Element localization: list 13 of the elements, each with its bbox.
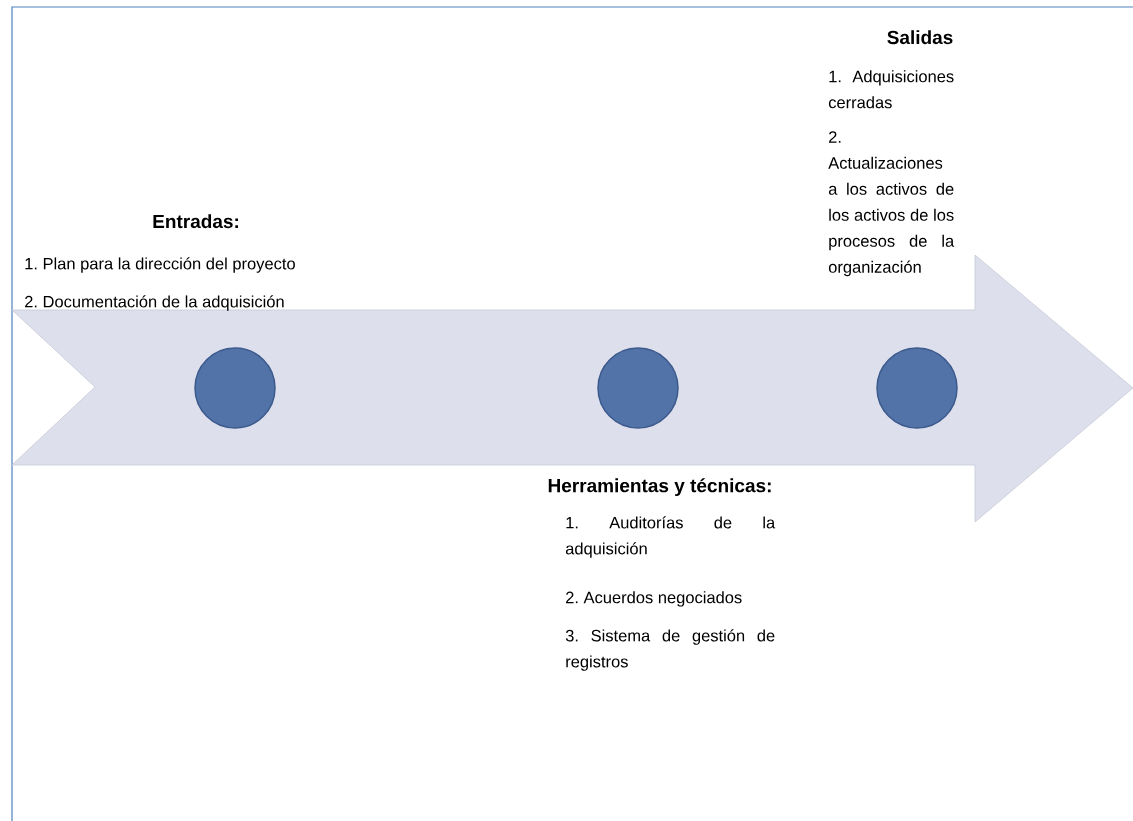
list-item: 1. Auditorías de la adquisición [565,516,776,558]
list-item: 3. Sistema de gestión de registros [565,629,775,671]
list-item: 2. Actualizaciones a los activos de los activos de los procesos de la organización [828,131,955,277]
section-heading: Entradas: [153,214,238,229]
list-item: 2. Documentación de la adquisición [25,295,284,311]
circle-marker [876,347,958,429]
circle-marker [194,347,276,429]
circle-marker [597,347,679,429]
section-heading: Salidas [887,30,953,45]
list-item: 1. Plan para la dirección del proyecto [25,257,295,273]
list-item: 2. Acuerdos negociados [566,591,742,607]
section-heading: Herramientas y técnicas: [548,478,771,497]
list-item: 1. Adquisiciones cerradas [828,70,954,109]
